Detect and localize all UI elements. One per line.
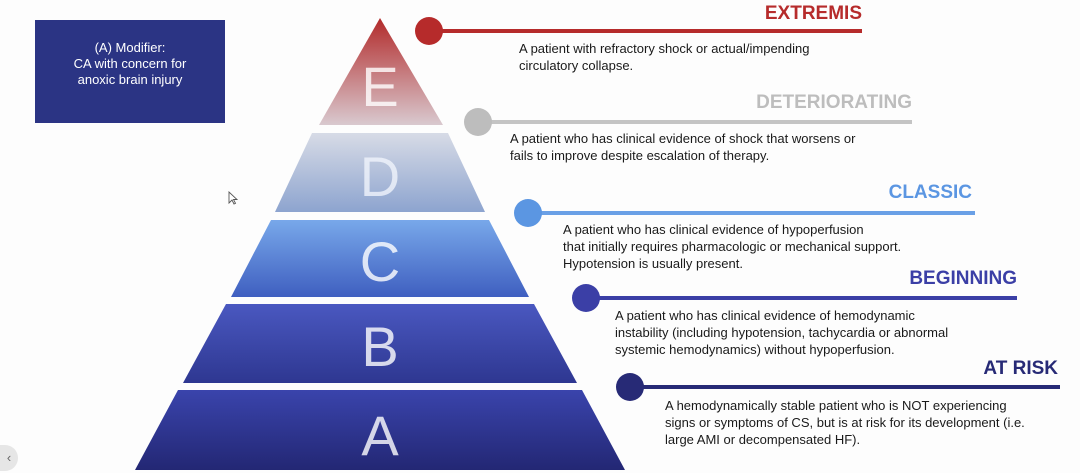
at-risk-desc-line-1: A hemodynamically stable patient who is … [665,398,1007,413]
deteriorating-title: DETERIORATING [756,92,912,113]
modifier-line-1: (A) Modifier: [94,40,166,55]
classic-desc-line-2: that initially requires pharmacologic or… [563,239,902,254]
at-risk-title: AT RISK [983,358,1058,379]
chevron-left-icon: ‹ [6,450,12,465]
tier-a-shape [135,390,625,470]
mouse-pointer-icon [228,191,238,205]
extremis-title: EXTREMIS [764,3,862,24]
beginning-title: BEGINNING [909,268,1017,289]
extremis-desc-line-1: A patient with refractory shock or actua… [519,41,810,56]
classic-description: A patient who has clinical evidence of h… [563,221,901,272]
tier-b-shape [183,304,577,383]
classic-desc-line-3: Hypotension is usually present. [563,256,743,271]
beginning-desc-line-3: systemic hemodynamics) without hypoperfu… [615,342,895,357]
beginning-description: A patient who has clinical evidence of h… [615,307,948,358]
extremis-description: A patient with refractory shock or actua… [519,40,809,74]
extremis-desc-line-2: circulatory collapse. [519,58,634,73]
beginning-desc-line-2: instability (including hypotension, tach… [615,325,949,340]
deteriorating-desc-line-1: A patient who has clinical evidence of s… [510,131,856,146]
at-risk-description: A hemodynamically stable patient who is … [665,397,1025,448]
classic-marker-dot [514,199,542,227]
tier-e-letter: E [361,55,398,118]
beginning-desc-line-1: A patient who has clinical evidence of h… [615,308,915,323]
tier-d-letter: D [360,145,400,208]
tier-c-letter: C [360,230,400,293]
tier-d-shape [275,133,485,212]
tier-e-shape [319,18,443,125]
extremis-marker-dot [415,17,443,45]
previous-slide-button[interactable]: ‹ [0,445,18,471]
deteriorating-marker-dot [464,108,492,136]
at-risk-desc-line-2: signs or symptoms of CS, but is at risk … [665,415,1025,430]
classic-desc-line-1: A patient who has clinical evidence of h… [563,222,864,237]
modifier-line-2: CA with concern for [73,56,187,71]
at-risk-marker-dot [616,373,644,401]
at-risk-desc-line-3: large AMI or decompensated HF). [665,432,861,447]
classic-title: CLASSIC [888,182,972,203]
modifier-line-3: anoxic brain injury [77,72,183,87]
modifier-box: (A) Modifier: CA with concern for anoxic… [35,20,225,123]
deteriorating-desc-line-2: fails to improve despite escalation of t… [510,148,770,163]
tier-b-letter: B [361,315,398,378]
tier-c-shape [231,220,529,297]
deteriorating-description: A patient who has clinical evidence of s… [510,130,855,164]
beginning-marker-dot [572,284,600,312]
tier-a-letter: A [361,404,399,467]
